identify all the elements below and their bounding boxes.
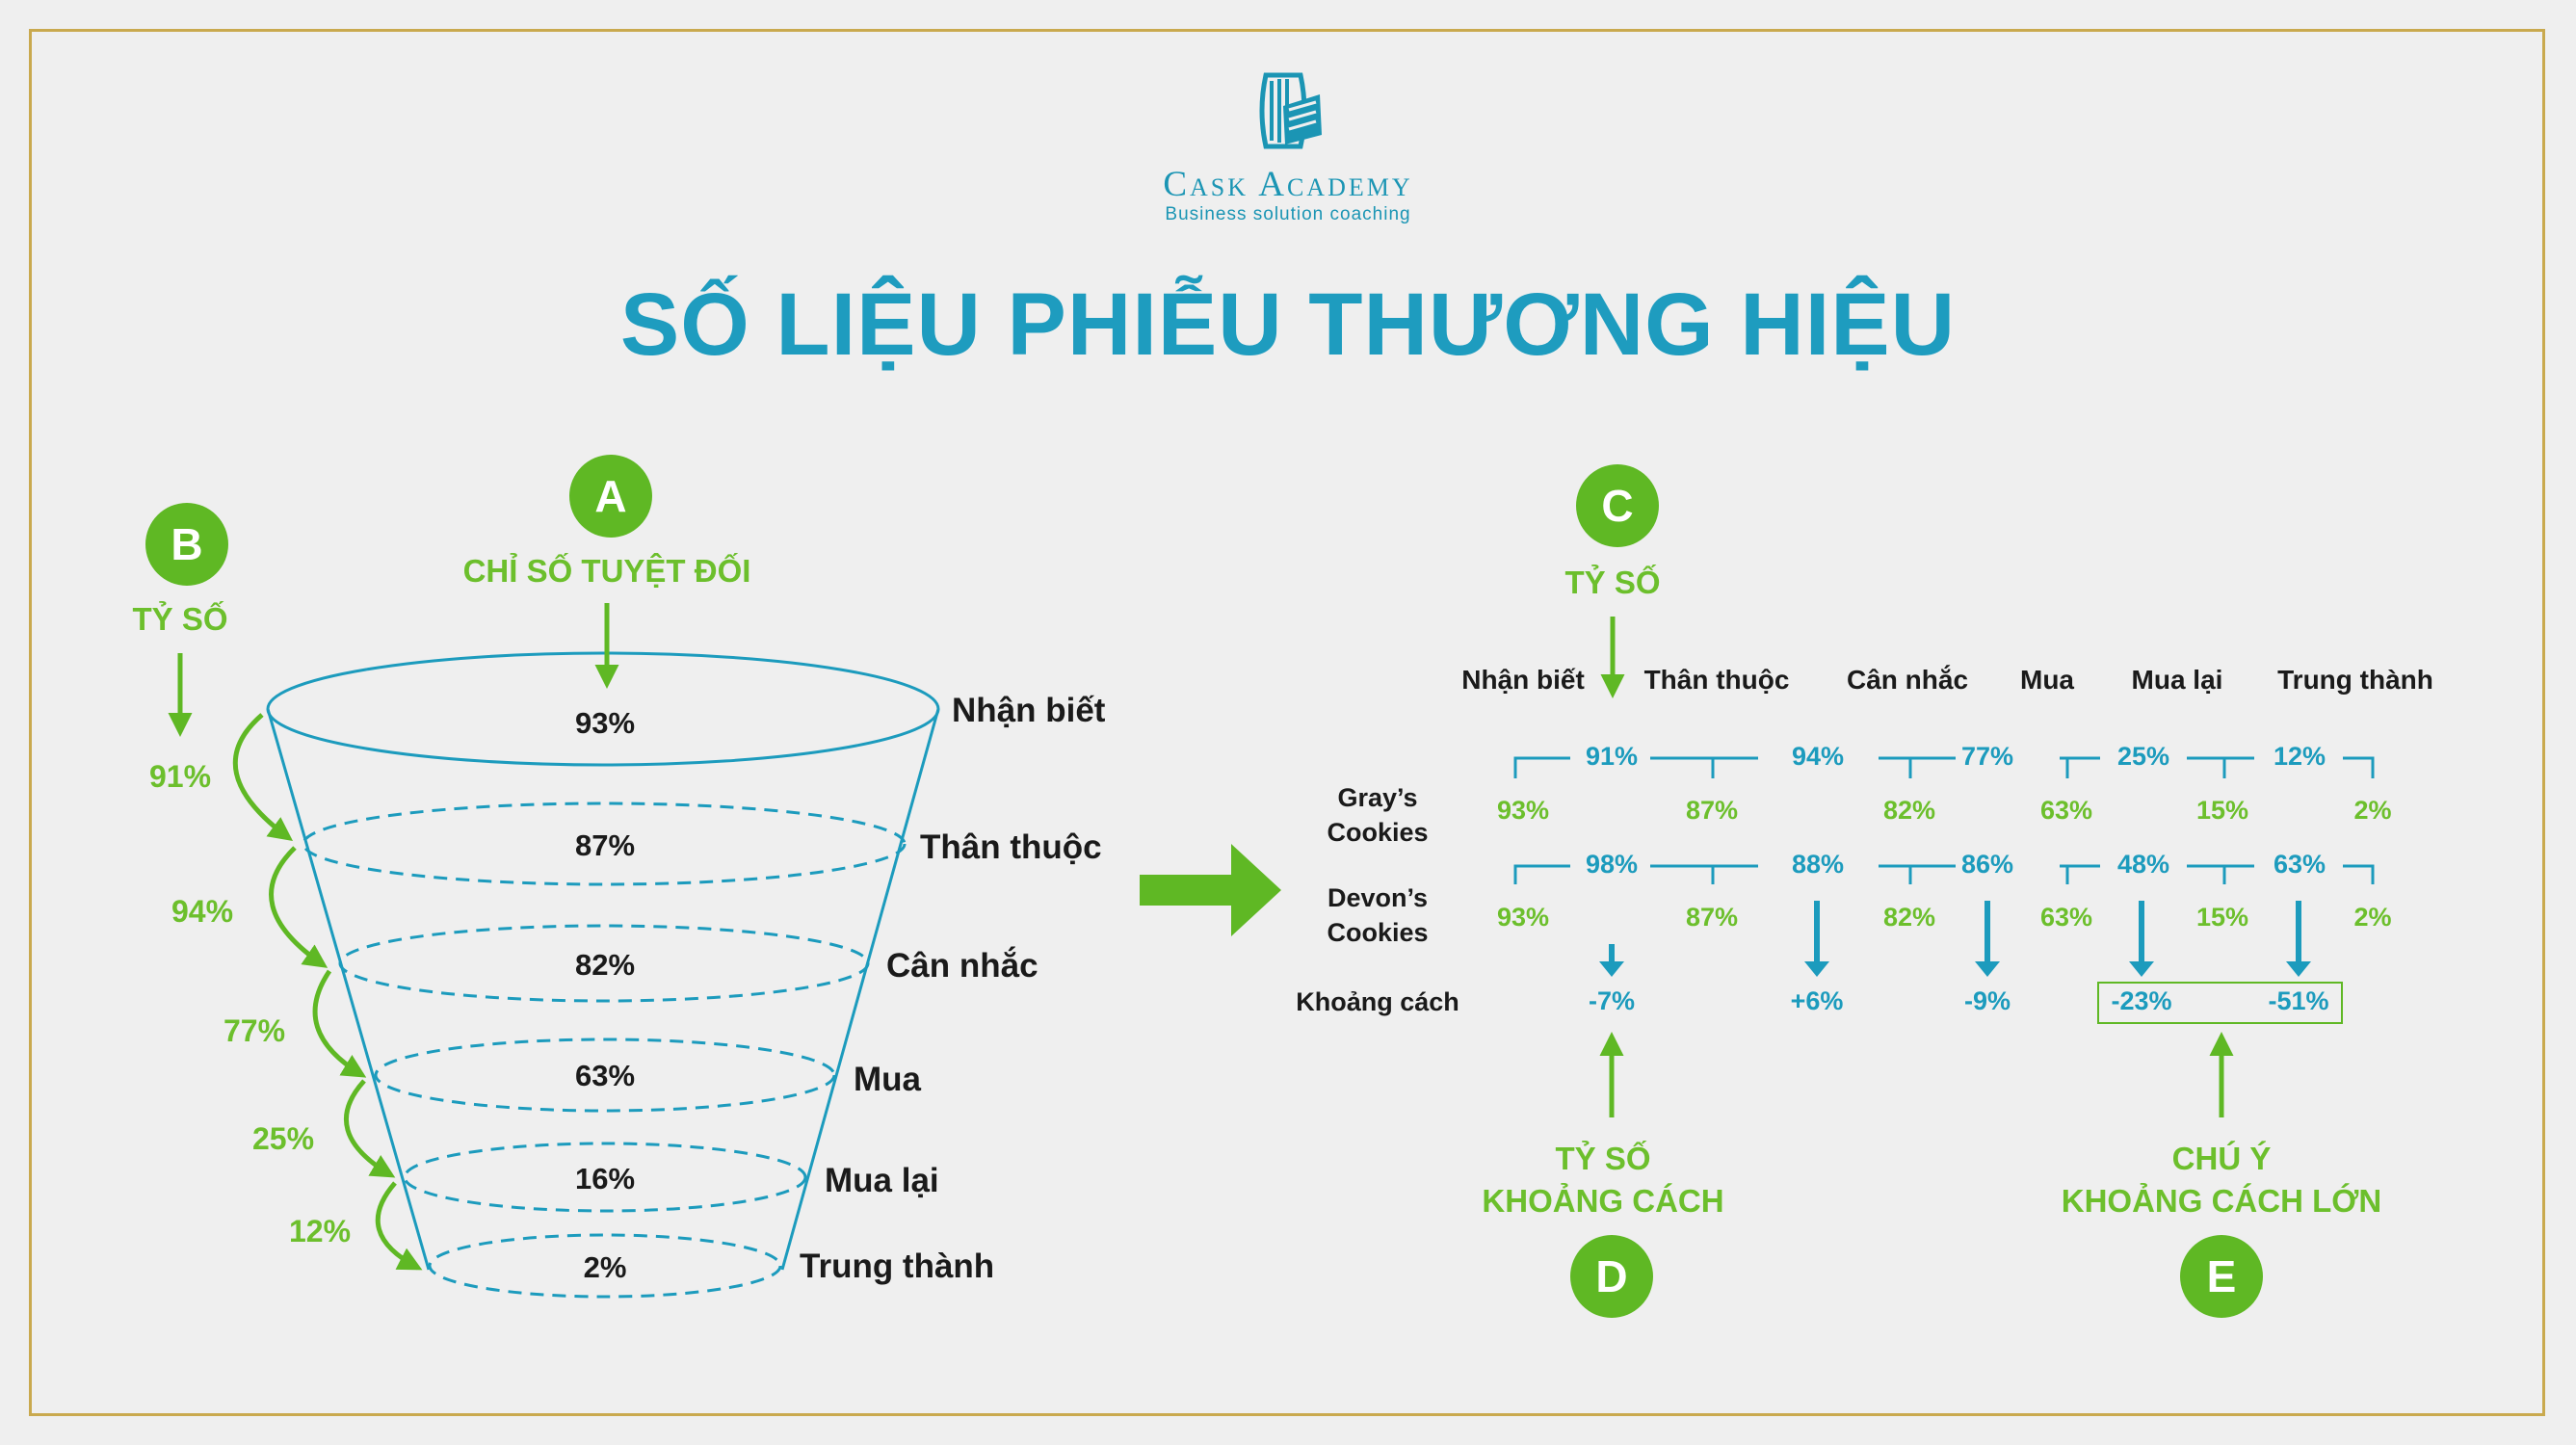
row1-ratio: 94% — [1791, 742, 1845, 771]
row2-ratio: 63% — [2273, 850, 2326, 879]
arrow-down-icon — [1599, 961, 1624, 977]
funnel-ring-1 — [266, 651, 940, 767]
row1-ratio: 12% — [2273, 742, 2326, 771]
right-arrow-icon — [1140, 844, 1281, 936]
table-column-header: Trung thành — [2277, 665, 2433, 695]
row2-ratio: 88% — [1791, 850, 1845, 879]
funnel-value: 87% — [574, 828, 636, 862]
funnel-value: 93% — [574, 706, 636, 740]
gap-arrows — [1599, 901, 2311, 977]
row1-ratio: 25% — [2116, 742, 2170, 771]
row-header-line1: Gray’s — [1337, 783, 1418, 812]
row-header-line2: Cookies — [1327, 818, 1429, 847]
label-large-gap-line1: CHÚ Ý — [2171, 1141, 2272, 1176]
table-column-header: Mua lại — [2131, 665, 2223, 695]
funnel-value: 82% — [574, 948, 636, 982]
badge-a: A — [569, 455, 652, 538]
funnel-stage-label: Mua lại — [825, 1162, 939, 1199]
funnel-ratio: 94% — [171, 894, 234, 929]
row2-value: 82% — [1882, 903, 1936, 932]
funnel-stage-label: Nhận biết — [952, 692, 1106, 729]
badge-e: E — [2180, 1235, 2263, 1318]
funnel-ring-3 — [338, 924, 870, 1003]
funnel-right-edge — [780, 708, 940, 1271]
row1-value: 15% — [2195, 796, 2249, 825]
large-gap-highlight — [2097, 982, 2343, 1024]
row1-value: 93% — [1496, 796, 1550, 825]
table-column-header: Mua — [2020, 665, 2074, 695]
curved-arrow-icon — [344, 1079, 396, 1178]
row2-value: 63% — [2039, 903, 2093, 932]
funnel-ratio: 77% — [223, 1013, 286, 1048]
cask-logo-icon — [1259, 72, 1322, 149]
label-ratio-b: TỶ SỐ — [132, 601, 228, 637]
page-frame — [29, 29, 2545, 1416]
funnel-value: 2% — [583, 1250, 627, 1284]
row2-value: 2% — [2353, 903, 2392, 932]
table-column-header: Thân thuộc — [1643, 665, 1790, 695]
row2-value: 87% — [1685, 903, 1739, 932]
funnel-ring-2 — [302, 801, 907, 886]
label-ratio-c: TỶ SỐ — [1564, 565, 1661, 600]
row-header-line1: Devon’s — [1327, 883, 1429, 912]
page-title: SỐ LIỆU PHIỄU THƯƠNG HIỆU — [619, 276, 1957, 374]
arrow-down-icon — [2129, 961, 2154, 977]
curved-arrow-icon — [312, 969, 367, 1078]
funnel-ring-4 — [374, 1038, 836, 1113]
curved-arrow-icon — [232, 713, 294, 841]
arrow-down-icon — [1975, 961, 2000, 977]
funnel-ring-5 — [403, 1142, 807, 1213]
funnel-value: 16% — [574, 1162, 636, 1195]
table-column-header: Cân nhắc — [1846, 665, 1969, 695]
brand-name: Cask Academy — [1163, 165, 1413, 204]
gap-value: -9% — [1963, 986, 2011, 1015]
curved-arrow-icon — [269, 846, 329, 968]
funnel-stage-label: Thân thuộc — [920, 828, 1102, 866]
table-column-header: Nhận biết — [1461, 665, 1585, 695]
row1-value: 87% — [1685, 796, 1739, 825]
arrow-down-icon — [1804, 961, 1829, 977]
funnel-ratio: 25% — [252, 1121, 315, 1156]
row2-value: 93% — [1496, 903, 1550, 932]
funnel-stage-label: Trung thành — [800, 1248, 995, 1285]
badge-b: B — [145, 503, 228, 586]
gap-value: -23% — [2111, 986, 2172, 1015]
funnel-ratio: 12% — [289, 1214, 352, 1248]
row1-ratio: 91% — [1585, 742, 1639, 771]
row1-value: 63% — [2039, 796, 2093, 825]
funnel-value: 63% — [574, 1059, 636, 1092]
gap-value: -7% — [1588, 986, 1635, 1015]
row2-ratio: 86% — [1960, 850, 2014, 879]
row1-value: 2% — [2353, 796, 2392, 825]
funnel-ratio: 91% — [149, 759, 212, 794]
label-gap-ratio-line2: KHOẢNG CÁCH — [1482, 1183, 1724, 1219]
funnel — [266, 651, 940, 1299]
funnel-stage-label: Mua — [854, 1061, 921, 1098]
label-large-gap-line2: KHOẢNG CÁCH LỚN — [2061, 1183, 2382, 1219]
funnel-ring-6 — [428, 1233, 782, 1299]
row1-ratio: 77% — [1960, 742, 2014, 771]
gap-value: +6% — [1790, 986, 1844, 1015]
row2-ratio: 98% — [1585, 850, 1639, 879]
badge-d: D — [1570, 1235, 1653, 1318]
row-header-line2: Cookies — [1327, 918, 1429, 947]
badge-c: C — [1576, 464, 1659, 547]
gap-value: -51% — [2268, 986, 2329, 1015]
curved-arrow-icon — [375, 1181, 423, 1271]
label-gap-ratio-line1: TỶ SỐ — [1555, 1141, 1651, 1176]
row2-value: 15% — [2195, 903, 2249, 932]
ratio-brackets-row-1 — [1513, 756, 2375, 778]
arrow-down-icon — [2286, 961, 2311, 977]
brand-tagline: Business solution coaching — [1165, 204, 1411, 224]
row2-ratio: 48% — [2116, 850, 2170, 879]
ratio-brackets-row-2 — [1513, 864, 2375, 884]
label-absolute-index: CHỈ SỐ TUYỆT ĐỐI — [462, 553, 751, 589]
gap-row-header: Khoảng cách — [1296, 987, 1459, 1016]
funnel-stage-label: Cân nhắc — [886, 947, 1038, 985]
funnel-left-edge — [266, 708, 431, 1271]
row1-value: 82% — [1882, 796, 1936, 825]
